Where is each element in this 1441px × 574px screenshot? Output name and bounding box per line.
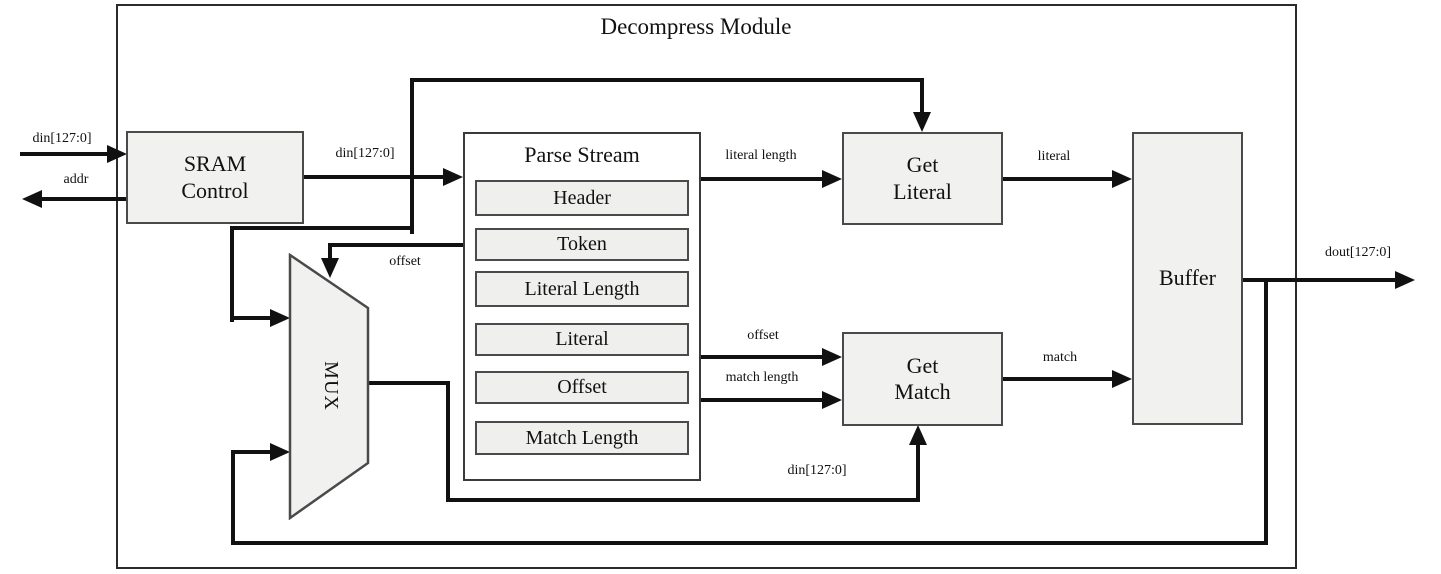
wire-din-top-rail bbox=[410, 78, 924, 82]
wire-literal-length bbox=[700, 177, 824, 181]
diagram-title: Decompress Module bbox=[600, 14, 792, 39]
arrow-literal-into-buffer bbox=[1112, 170, 1132, 188]
wire-din-to-mux bbox=[230, 316, 272, 320]
wire-mux-output bbox=[366, 381, 450, 385]
arrow-into-get-literal bbox=[822, 170, 842, 188]
label-addr: addr bbox=[63, 172, 89, 187]
module-frame bbox=[116, 4, 1297, 569]
wire-match-length bbox=[700, 398, 824, 402]
wire-match bbox=[1002, 377, 1114, 381]
get-literal-label-line2: Literal bbox=[893, 178, 952, 204]
arrow-mux-input-top bbox=[321, 258, 339, 278]
wire-din-rail-drop bbox=[920, 78, 924, 114]
parse-row-token: Token bbox=[475, 228, 689, 261]
block-mux-shape bbox=[288, 253, 370, 520]
parse-row-literal: Literal bbox=[475, 323, 689, 356]
wire-offset-to-mux-drop bbox=[328, 243, 332, 261]
arrow-into-get-literal-top bbox=[913, 112, 931, 132]
label-literal: literal bbox=[1037, 149, 1071, 164]
get-match-label-line2: Match bbox=[894, 379, 951, 404]
get-match-label-line1: Get bbox=[906, 352, 939, 378]
wire-din-under-sram bbox=[230, 226, 414, 230]
block-get-literal: Get Literal bbox=[842, 132, 1003, 225]
wire-din-to-mux-vertical bbox=[230, 226, 234, 322]
label-din-match: din[127:0] bbox=[787, 463, 847, 478]
wire-offset-to-get-match bbox=[700, 355, 824, 359]
wire-mux-output-drop bbox=[446, 381, 450, 502]
label-dout: dout[127:0] bbox=[1324, 245, 1392, 260]
label-din-input: din[127:0] bbox=[32, 131, 92, 146]
wire-dout bbox=[1242, 278, 1397, 282]
arrow-mux-input-3 bbox=[270, 443, 290, 461]
wire-literal bbox=[1002, 177, 1114, 181]
parse-row-offset: Offset bbox=[475, 371, 689, 404]
label-literal-length: literal length bbox=[725, 148, 797, 163]
label-match: match bbox=[1042, 350, 1078, 365]
mux-label: MUX bbox=[320, 361, 342, 411]
parse-stream-title: Parse Stream bbox=[524, 142, 640, 167]
wire-din-input bbox=[20, 152, 110, 156]
sram-control-label-line1: SRAM bbox=[183, 151, 247, 177]
label-offset-match: offset bbox=[747, 328, 779, 343]
wire-feedback-rise bbox=[231, 450, 235, 545]
wire-feedback-bottom bbox=[231, 541, 1268, 545]
sram-control-label-line2: Control bbox=[181, 177, 249, 203]
arrow-dout bbox=[1395, 271, 1415, 289]
wire-offset-to-mux bbox=[328, 243, 465, 247]
label-match-length: match length bbox=[725, 370, 799, 385]
wire-feedback-to-mux bbox=[231, 450, 272, 454]
label-offset-mux: offset bbox=[389, 254, 421, 269]
block-parse-stream: Parse Stream Header Token Literal Length… bbox=[463, 132, 701, 481]
arrow-match-into-buffer bbox=[1112, 370, 1132, 388]
block-sram-control: SRAM Control bbox=[126, 131, 304, 224]
block-buffer: Buffer bbox=[1132, 132, 1243, 425]
arrow-into-parse-stream bbox=[443, 168, 463, 186]
arrow-addr bbox=[22, 190, 42, 208]
arrow-into-get-match-bottom bbox=[909, 425, 927, 445]
wire-din-branch-vertical bbox=[410, 78, 414, 234]
wire-din-bottom-rail bbox=[446, 498, 920, 502]
wire-feedback-down bbox=[1264, 278, 1268, 545]
wire-din-rise-to-get-match bbox=[916, 441, 920, 502]
arrow-mux-input-1 bbox=[270, 309, 290, 327]
buffer-label: Buffer bbox=[1158, 265, 1217, 291]
parse-row-match-length: Match Length bbox=[475, 421, 689, 455]
block-get-match: Get Match bbox=[842, 332, 1003, 426]
arrow-offset-into-get-match bbox=[822, 348, 842, 366]
wire-sram-dout bbox=[303, 175, 445, 179]
arrow-match-length-into-get-match bbox=[822, 391, 842, 409]
parse-row-header: Header bbox=[475, 180, 689, 216]
arrow-din-input bbox=[107, 145, 127, 163]
parse-row-literal-length: Literal Length bbox=[475, 271, 689, 307]
label-din-sram: din[127:0] bbox=[335, 146, 395, 161]
get-literal-label-line1: Get bbox=[906, 152, 939, 178]
